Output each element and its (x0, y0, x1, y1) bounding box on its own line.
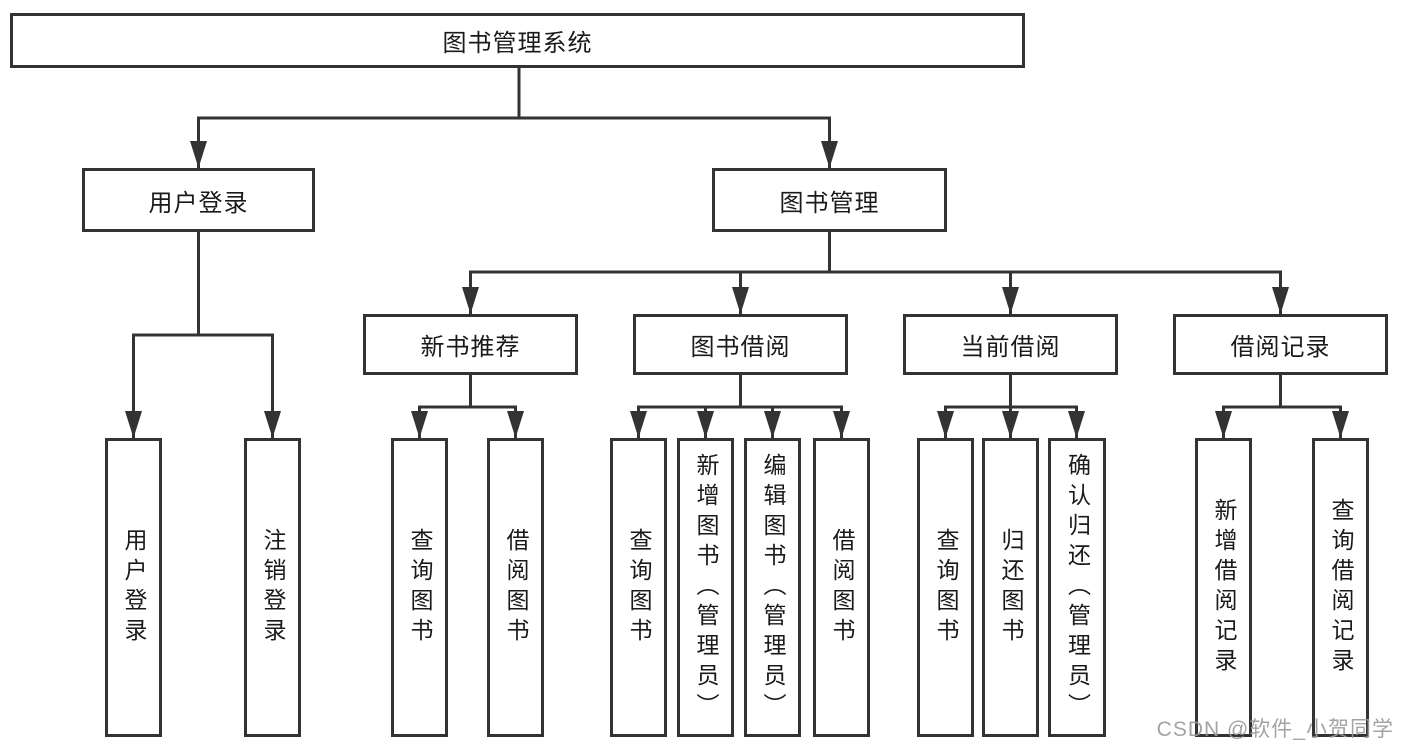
leaf-current-return-books: 归还图书 (982, 438, 1039, 737)
connector-recommend-to-leaves (411, 373, 524, 440)
leaf-current-confirm-return-admin: 确认归还（管理员） (1048, 438, 1106, 737)
node-new-book-recommend: 新书推荐 (363, 314, 578, 375)
leaf-recommend-borrow-books: 借阅图书 (487, 438, 544, 737)
leaf-recommend-query-books: 查询图书 (391, 438, 448, 737)
leaf-borrow-edit-books-admin: 编辑图书（管理员） (744, 438, 801, 737)
node-borrow-records: 借阅记录 (1173, 314, 1388, 375)
leaf-records-query-borrow-record: 查询借阅记录 (1312, 438, 1369, 737)
leaf-user-logout: 注销登录 (244, 438, 301, 737)
csdn-watermark: CSDN @软件_小贺同学 (1156, 718, 1394, 741)
leaf-borrow-add-books-admin: 新增图书（管理员） (677, 438, 734, 737)
leaf-records-add-borrow-record: 新增借阅记录 (1195, 438, 1252, 737)
connector-book-mgmt-to-level3 (462, 230, 1289, 316)
node-book-mgmt: 图书管理 (712, 168, 947, 232)
node-current-borrow: 当前借阅 (903, 314, 1118, 375)
node-user-login: 用户登录 (82, 168, 315, 232)
node-system-root: 图书管理系统 (10, 13, 1025, 68)
connector-user-login-to-leaves (125, 230, 281, 440)
node-book-borrow: 图书借阅 (633, 314, 848, 375)
connector-current-to-leaves (937, 373, 1085, 440)
connector-borrow-to-leaves (630, 373, 850, 440)
leaf-borrow-borrow-books: 借阅图书 (813, 438, 870, 737)
leaf-user-login: 用户登录 (105, 438, 162, 737)
leaf-borrow-query-books: 查询图书 (610, 438, 667, 737)
connector-root-to-level2 (190, 66, 838, 170)
connector-records-to-leaves (1215, 373, 1349, 440)
leaf-current-query-books: 查询图书 (917, 438, 974, 737)
